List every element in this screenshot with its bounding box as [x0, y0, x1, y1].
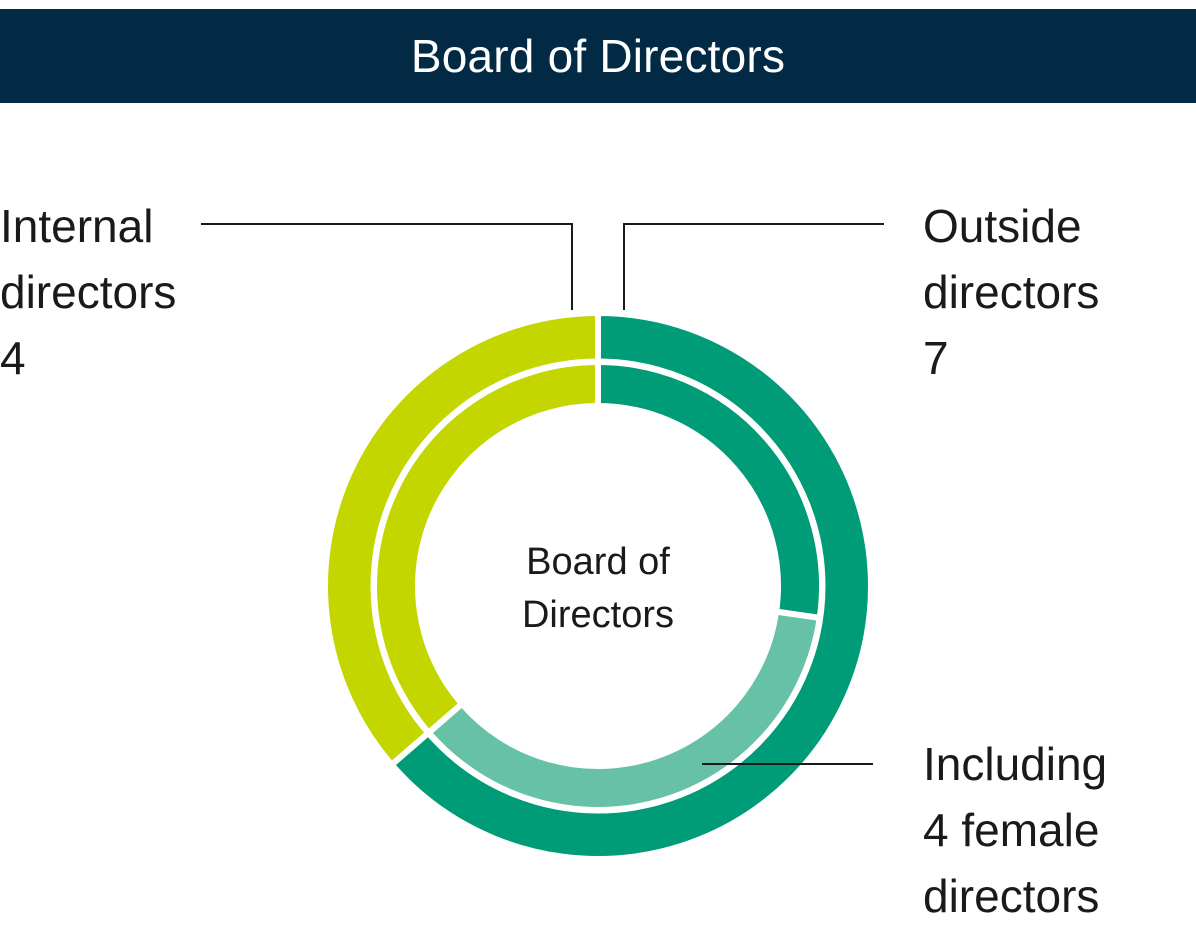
label-female-line1: Including — [923, 738, 1108, 790]
label-internal-line2: directors — [0, 266, 177, 318]
center-label-line2: Directors — [521, 594, 675, 636]
leader-lines — [201, 223, 884, 765]
center-label: Board of Directors — [478, 536, 718, 642]
ring-separator — [370, 358, 826, 814]
label-internal-value: 4 — [0, 332, 26, 384]
inner-ring — [370, 358, 826, 814]
label-outside-directors: Outside directors 7 — [923, 193, 1099, 391]
label-female-directors: Including 4 female directors — [923, 731, 1107, 929]
label-female-suffix: female — [948, 804, 1100, 856]
label-outside-line2: directors — [923, 266, 1100, 318]
label-female-line3: directors — [923, 870, 1100, 922]
label-female-line2: 4 female — [923, 797, 1107, 863]
center-label-line1: Board of — [526, 541, 670, 583]
label-outside-value: 7 — [923, 332, 949, 384]
label-outside-line1: Outside — [923, 200, 1082, 252]
label-internal-directors: Internal directors 4 — [0, 193, 176, 391]
label-internal-line1: Internal — [0, 200, 154, 252]
label-female-value: 4 — [923, 804, 949, 856]
leader-line-internal — [201, 223, 573, 310]
header-bar: Board of Directors — [0, 9, 1196, 103]
leader-line-outside — [623, 223, 884, 310]
page-title: Board of Directors — [410, 30, 786, 82]
